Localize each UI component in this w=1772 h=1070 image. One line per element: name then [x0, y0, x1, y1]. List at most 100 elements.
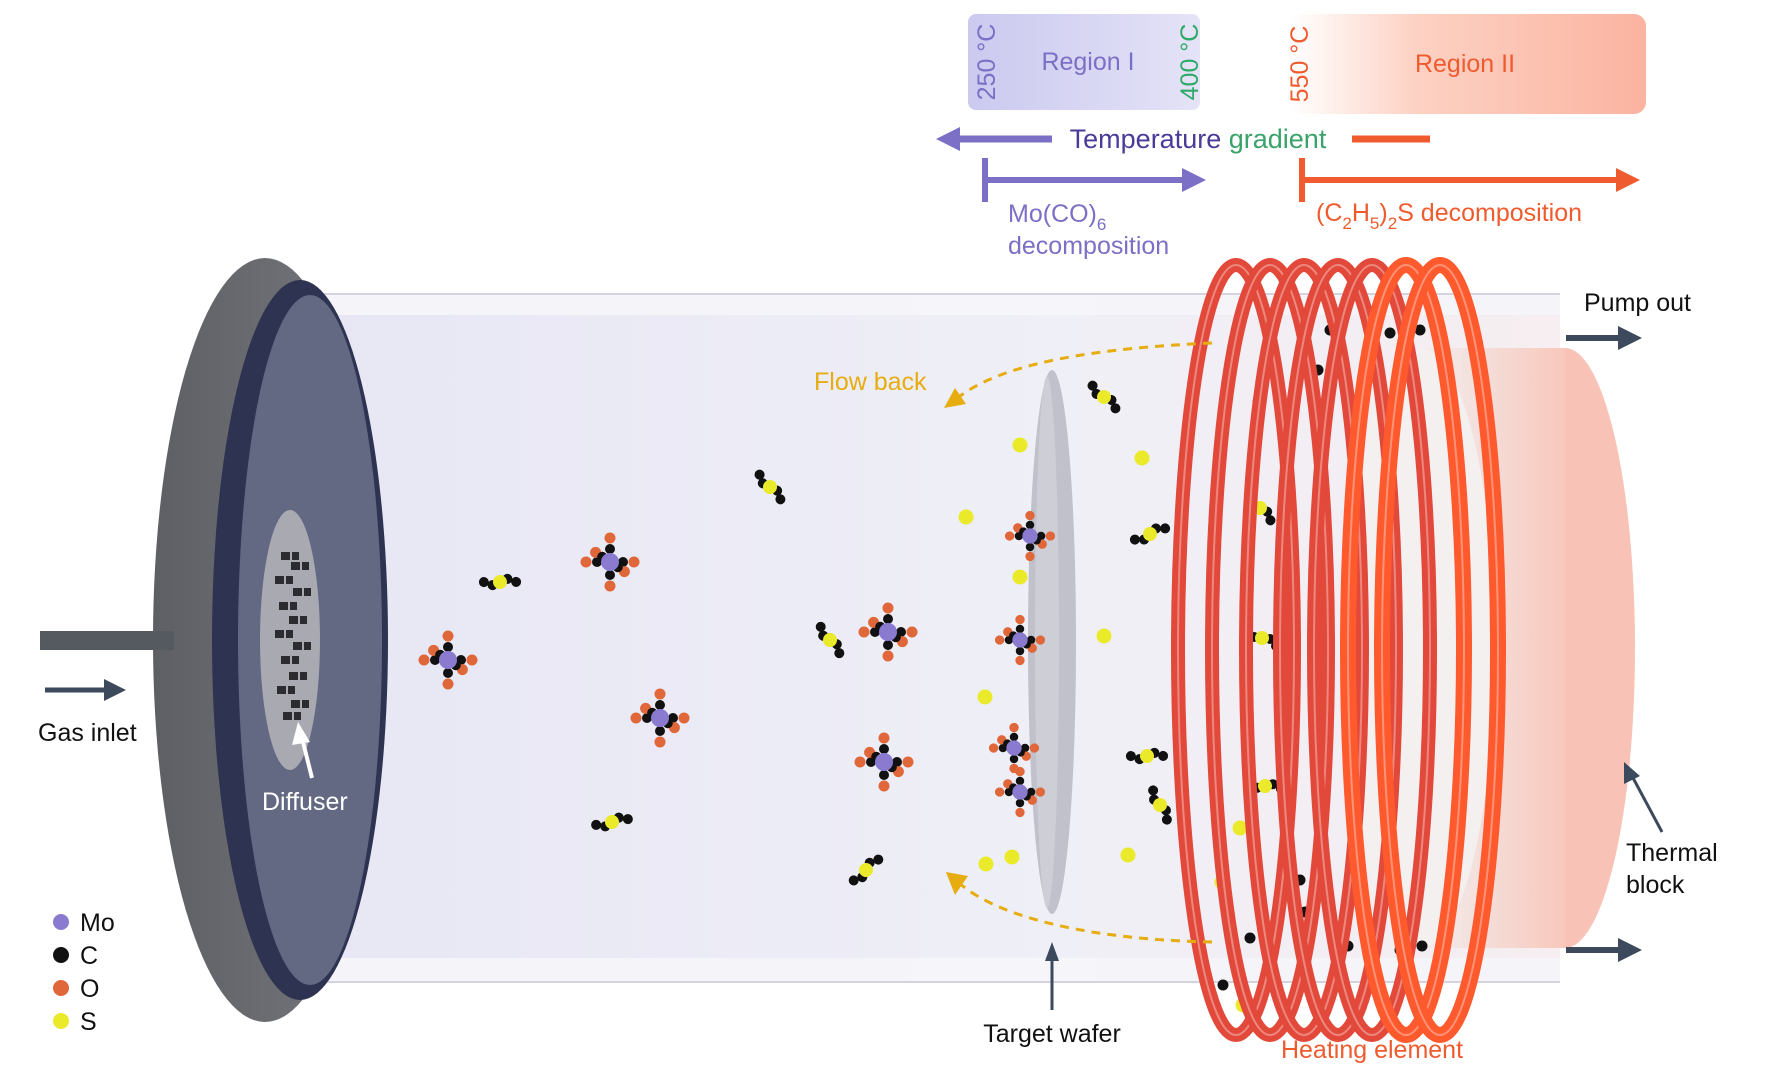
diethyl-sulfide-molecule [1129, 523, 1171, 545]
diffuser-hole [289, 672, 298, 680]
o-atom [1045, 531, 1056, 541]
s-atom [1258, 779, 1272, 793]
heater-coil-highlight [1347, 264, 1465, 1036]
o-atom [654, 688, 666, 700]
s-atom [1097, 390, 1111, 404]
mo-atom [601, 553, 619, 571]
s-atom [1140, 749, 1154, 763]
mo-atom [1012, 632, 1028, 648]
heating-element-label: Heating element [1281, 1036, 1463, 1064]
c-atom [1265, 515, 1276, 526]
c-atom [1148, 785, 1159, 796]
c-atom [1416, 940, 1428, 952]
temperature-gradient-arrow [936, 127, 1430, 151]
c-atom [879, 770, 889, 780]
c-atom [1161, 814, 1172, 825]
heater-coil-highlight [1177, 264, 1295, 1036]
pump-out-label: Pump out [1584, 289, 1691, 317]
heater-coil [1340, 257, 1472, 1043]
s-atom [1153, 798, 1167, 812]
gas-inlet-label: Gas inlet [38, 719, 137, 747]
c-atom [879, 744, 889, 754]
gradient-word: gradient [1229, 124, 1327, 154]
diffuser-hole [275, 576, 284, 584]
diethyl-sulfide-molecule [815, 621, 845, 659]
c-atom [605, 570, 615, 580]
c-atom [622, 814, 633, 825]
gas-inlet-arrow [45, 679, 126, 701]
diffuser-hole [283, 712, 292, 720]
diethyl-sulfide-molecule [478, 573, 522, 591]
c-atom [834, 648, 845, 659]
o-atom [882, 650, 894, 662]
heater-coil [1273, 258, 1403, 1042]
legend-label: C [80, 942, 98, 970]
mo-co6-molecule [854, 732, 914, 792]
mo-atom [1022, 528, 1038, 544]
o-atom [604, 532, 616, 544]
o-atom [882, 602, 894, 614]
diffuser-hole [281, 656, 290, 664]
temperature-word: Temperature [1070, 124, 1222, 154]
s-atom [1120, 847, 1136, 863]
o-atom [1025, 551, 1035, 562]
diffuser-hole [279, 602, 288, 610]
o-atom [1015, 766, 1025, 777]
s-decomposition-label: (C2H5)2S decomposition [1316, 199, 1582, 233]
legend-swatch [53, 1013, 69, 1029]
s-atom [1255, 631, 1269, 645]
thermal-block-pointer [1624, 762, 1664, 833]
diffuser-hole [294, 712, 301, 720]
diffuser-hole [288, 686, 295, 694]
diffuser-hole [302, 562, 309, 570]
mo-decomposition-arrow [982, 158, 1206, 202]
s-atom [1004, 849, 1020, 865]
o-atom [858, 626, 870, 638]
heater-coil-highlight [1381, 264, 1499, 1036]
s-atom [859, 863, 873, 877]
c-atom [443, 668, 453, 678]
o-atom [854, 756, 866, 768]
legend-item-o: O [53, 975, 99, 1003]
c-atom [1158, 750, 1169, 761]
diffuser-hole [291, 562, 300, 570]
target-wafer-pointer [1045, 942, 1059, 1010]
s-f3: ) [1379, 199, 1387, 227]
c-atom [1087, 380, 1098, 391]
o-atom [466, 654, 478, 666]
s-atom [1012, 569, 1028, 585]
s-f2: H [1352, 199, 1370, 227]
flow-back-arrow-bottom [946, 872, 1213, 944]
diffuser-hole [293, 588, 302, 596]
o-atom [1035, 787, 1046, 797]
c-atom [1244, 932, 1256, 944]
s-atom [978, 856, 994, 872]
mo-co6-molecule [994, 766, 1046, 818]
c-atom [443, 642, 453, 652]
s-f1: (C [1316, 199, 1342, 227]
s-atom [1096, 628, 1112, 644]
diffuser-hole [304, 588, 311, 596]
o-atom [1015, 655, 1025, 666]
c-atom [655, 700, 665, 710]
flow-back-label: Flow back [814, 368, 927, 396]
region-2-label: Region II [1415, 50, 1515, 78]
heater-coil [1239, 258, 1369, 1042]
legend-label: O [80, 975, 99, 1003]
c-atom [1015, 798, 1025, 808]
legend-item-mo: Mo [53, 909, 115, 937]
c-atom [1129, 534, 1140, 545]
heater-coil [1374, 257, 1506, 1043]
diffuser-hole [289, 616, 298, 624]
s-f1-sub: 2 [1342, 214, 1351, 233]
mo-co6-molecule [1004, 510, 1056, 562]
heater-coil-highlight [1313, 264, 1431, 1036]
diffuser-hole [300, 672, 307, 680]
c-atom [848, 875, 859, 886]
legend-item-c: C [53, 942, 98, 970]
c-atom [1025, 520, 1035, 530]
flow-back-arrow-top [944, 341, 1213, 408]
region-1-label: Region I [1041, 48, 1134, 76]
